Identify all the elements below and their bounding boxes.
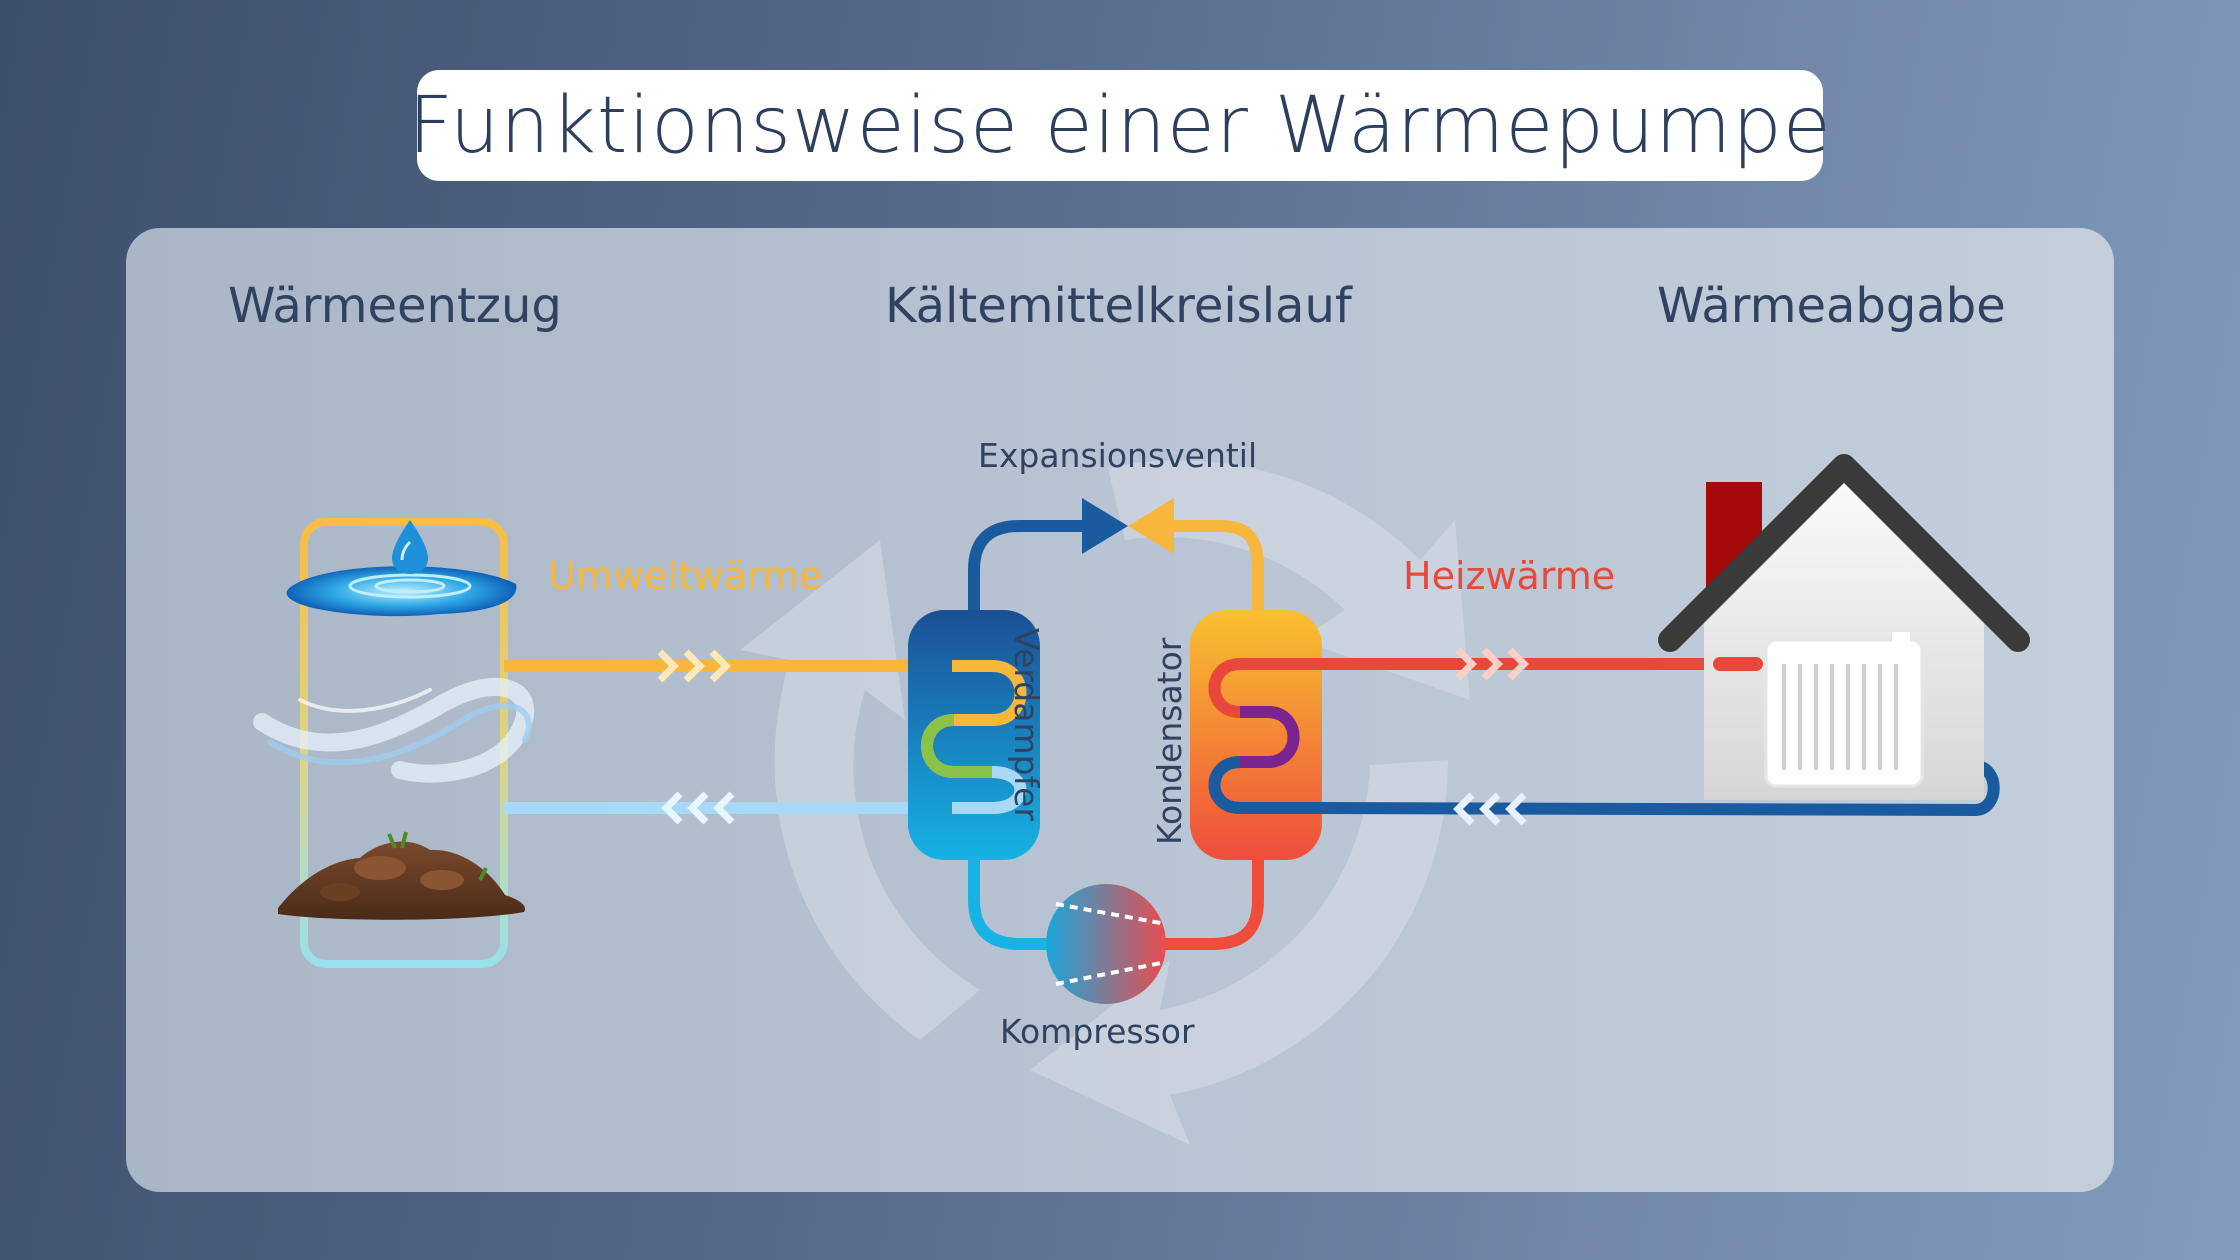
flow-arrows-supply <box>657 649 731 683</box>
cycle-pipe-top-left <box>968 520 1088 610</box>
label-ambient-heat: Umweltwärme <box>548 554 823 598</box>
expansion-valve-icon <box>1082 498 1174 554</box>
label-expansion-valve: Expansionsventil <box>978 436 1258 475</box>
cycle-pipe-bottom-right <box>1160 860 1264 950</box>
flow-arrows-heating-supply <box>1455 647 1529 681</box>
label-heating-heat: Heizwärme <box>1403 554 1616 598</box>
compressor-icon <box>1046 884 1167 1004</box>
label-condenser: Kondensator <box>1150 637 1189 845</box>
section-title-cycle: Kältemittelkreislauf <box>885 278 1352 334</box>
flow-arrows-return <box>661 791 735 825</box>
cycle-pipe-bottom-left <box>968 860 1050 950</box>
title-banner: Funktionsweise einer Wärmepumpe <box>408 70 1831 181</box>
condenser-unit <box>1190 610 1322 860</box>
flow-arrows-heating-return <box>1453 792 1527 826</box>
radiator-icon <box>1764 632 1924 788</box>
page-title: Funktionsweise einer Wärmepumpe <box>408 80 1832 171</box>
label-compressor: Kompressor <box>1000 1012 1195 1051</box>
water-pond-icon <box>286 520 517 617</box>
section-title-source: Wärmeentzug <box>228 278 562 334</box>
cycle-pipe-top-right <box>1168 520 1264 610</box>
section-title-output: Wärmeabgabe <box>1657 278 2006 334</box>
soil-pile-icon <box>278 831 526 920</box>
evaporator-unit <box>908 610 1040 860</box>
label-evaporator: Verdampfer <box>1007 628 1046 822</box>
air-swirl-icon <box>253 678 535 783</box>
